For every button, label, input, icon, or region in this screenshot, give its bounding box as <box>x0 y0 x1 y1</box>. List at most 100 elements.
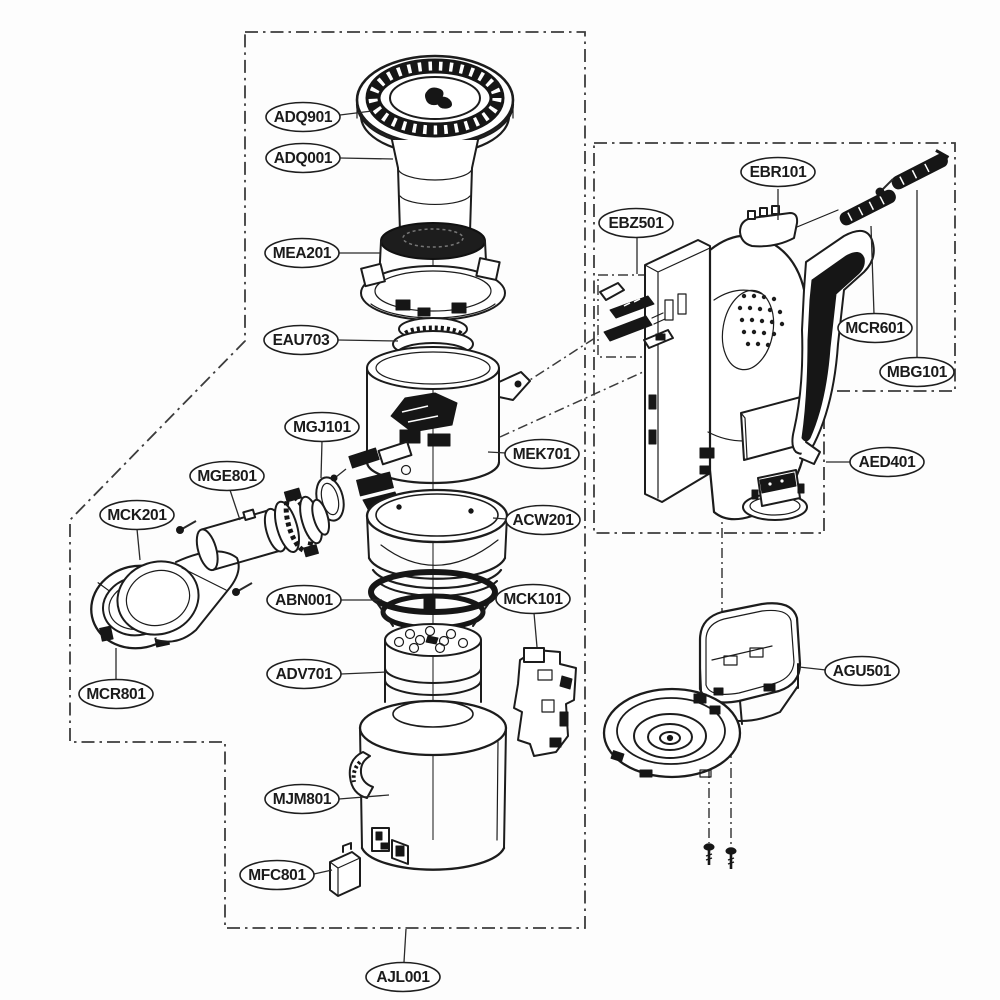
label-oval <box>239 859 315 891</box>
part-label-ADQ001: ADQ001 <box>265 142 341 174</box>
label-text: MCK101 <box>503 591 563 608</box>
label-oval <box>265 101 341 133</box>
label-text: MEK701 <box>513 446 572 463</box>
leader-ADQ901 <box>339 110 373 116</box>
label-oval <box>824 655 900 687</box>
part-label-MCR801: MCR801 <box>78 678 154 710</box>
handle-part <box>791 229 875 465</box>
power-switch-part <box>742 469 808 521</box>
pcb-parts-ebz501 <box>599 282 674 349</box>
part-labels: ADQ901 ADQ001 MEA201 EAU703 MGJ101 MEK70… <box>78 101 955 993</box>
label-text: ADQ001 <box>274 150 333 167</box>
label-text: MCR601 <box>845 320 905 337</box>
label-text: AJL001 <box>376 969 430 986</box>
leader-ACW201 <box>492 517 507 520</box>
part-label-AJL001: AJL001 <box>365 961 441 993</box>
label-text: MGE801 <box>197 468 257 485</box>
leader-AGU501 <box>798 666 827 671</box>
label-text: EAU703 <box>273 332 330 349</box>
label-text: ADQ901 <box>274 109 333 126</box>
label-text: MFC801 <box>248 867 306 884</box>
leader-lines <box>115 110 918 963</box>
label-oval <box>78 678 154 710</box>
label-text: AGU501 <box>833 663 892 680</box>
part-label-MJM801: MJM801 <box>264 783 340 815</box>
leader-MCK201 <box>136 528 141 561</box>
part-label-AGU501: AGU501 <box>824 655 900 687</box>
leader-MCK101 <box>533 612 538 648</box>
inlet-motor-screws <box>176 520 253 596</box>
part-label-EAU703: EAU703 <box>263 324 339 356</box>
leader-MFC801 <box>313 869 333 875</box>
leader-EAU703 <box>337 339 399 342</box>
leader-MCR601 <box>870 225 875 315</box>
label-oval <box>264 237 340 269</box>
label-text: MJM801 <box>273 791 332 808</box>
funnel-horn-part <box>116 550 240 643</box>
label-text: EBZ501 <box>608 215 664 232</box>
lower-canister-part <box>348 699 508 871</box>
label-oval <box>99 499 175 531</box>
label-text: EBR101 <box>750 164 807 181</box>
main-assembly-boundary <box>69 31 586 929</box>
label-text: MCK201 <box>107 507 167 524</box>
brush-strip-mcr601 <box>839 189 896 226</box>
part-label-MBG101: MBG101 <box>879 356 955 388</box>
part-label-MEA201: MEA201 <box>264 237 340 269</box>
brush-strip-mbg101 <box>891 149 950 190</box>
part-label-ACW201: ACW201 <box>505 504 581 536</box>
leader-AJL001 <box>403 928 407 963</box>
leader-MJM801 <box>338 794 390 800</box>
base-disc-part <box>602 687 742 779</box>
label-oval <box>265 142 341 174</box>
leader-ADQ001 <box>339 157 394 160</box>
filter-cylinder-part <box>384 623 482 703</box>
latch-piece-part <box>329 842 361 897</box>
label-oval <box>365 961 441 993</box>
label-oval <box>505 504 581 536</box>
label-text: MGJ101 <box>293 419 351 436</box>
label-oval <box>284 411 360 443</box>
part-label-MCR601: MCR601 <box>837 312 913 344</box>
leader-MGJ101 <box>320 440 323 479</box>
part-label-MEK701: MEK701 <box>504 438 580 470</box>
base-screws <box>703 843 737 869</box>
part-label-EBZ501: EBZ501 <box>598 207 674 239</box>
label-oval <box>837 312 913 344</box>
part-label-AED401: AED401 <box>849 446 925 478</box>
part-label-MGE801: MGE801 <box>189 460 265 492</box>
leader-ADV701 <box>340 671 388 675</box>
label-oval <box>266 584 342 616</box>
part-label-MFC801: MFC801 <box>239 859 315 891</box>
part-label-ABN001: ABN001 <box>266 584 342 616</box>
label-oval <box>879 356 955 388</box>
label-text: ADV701 <box>276 666 333 683</box>
mount-reference-line-2 <box>501 335 599 399</box>
rubber-boot-part <box>739 205 839 248</box>
label-text: ABN001 <box>275 592 333 609</box>
leader-MEK701 <box>487 451 507 454</box>
body-shell-part <box>644 234 816 521</box>
label-text: MCR801 <box>86 686 146 703</box>
vent-dots <box>737 293 785 348</box>
label-text: ACW201 <box>512 512 574 529</box>
strip-screw <box>875 178 894 197</box>
part-label-MCK101: MCK101 <box>495 583 571 615</box>
bracket-plate-part <box>513 647 577 757</box>
cyclone-collar-part <box>365 488 509 597</box>
leader-MGE801 <box>229 489 241 521</box>
label-oval <box>504 438 580 470</box>
inlet-motor-part <box>195 487 331 572</box>
label-oval <box>740 156 816 188</box>
part-label-MGJ101: MGJ101 <box>284 411 360 443</box>
label-oval <box>263 324 339 356</box>
label-text: MBG101 <box>887 364 948 381</box>
label-oval <box>495 583 571 615</box>
label-text: AED401 <box>859 454 916 471</box>
label-oval <box>264 783 340 815</box>
label-oval <box>266 658 342 690</box>
label-oval <box>849 446 925 478</box>
label-text: MEA201 <box>273 245 332 262</box>
